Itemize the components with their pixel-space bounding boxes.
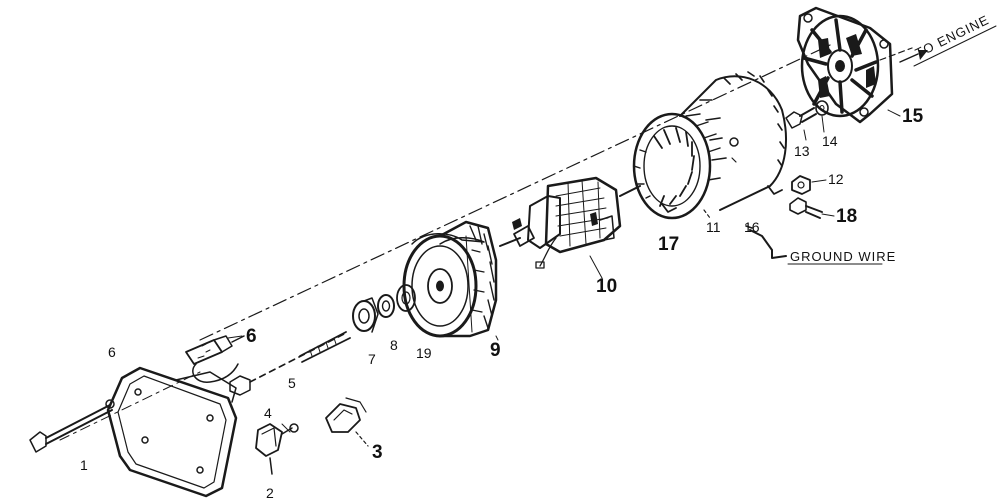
part-11-housing [679, 71, 787, 219]
part-10-rotor [499, 176, 641, 269]
part-8-washer [377, 294, 395, 318]
part-4-screw [281, 423, 299, 435]
part-14-lock-washer [815, 100, 829, 116]
label-part-19: 19 [416, 345, 432, 361]
to-engine-arrow [899, 50, 928, 63]
part-2-bracket [255, 423, 283, 475]
assembly-axis [59, 44, 831, 441]
part-13-screw [785, 107, 817, 129]
label-part-17: 17 [658, 234, 679, 255]
label-part-16: 16 [744, 219, 760, 235]
to-engine-note: TO ENGINE [913, 12, 992, 61]
part-12-nut [791, 175, 811, 195]
label-part-8: 8 [390, 337, 398, 353]
label-part-6: 6 [246, 326, 257, 347]
label-part-1: 1 [80, 457, 88, 473]
part-18-ground-screw [789, 197, 823, 219]
label-part-2: 2 [266, 485, 274, 501]
to-engine-underline [913, 25, 997, 67]
label-part-15: 15 [902, 106, 924, 127]
label-part-13: 13 [794, 143, 810, 159]
label-part-3: 3 [372, 442, 383, 463]
leader-lines [227, 109, 901, 433]
label-part-11: 11 [706, 219, 721, 235]
label-part-12: 12 [828, 171, 844, 187]
part-7-bearing [352, 297, 379, 333]
ground-wire-note: GROUND WIRE [790, 249, 896, 264]
label-part-14: 14 [822, 133, 838, 149]
label-part-10: 10 [596, 276, 617, 297]
part-3-brush-clip [325, 397, 369, 447]
end-cover-plate [106, 366, 238, 498]
label-part-7: 7 [368, 351, 376, 367]
label-part-6-cover: 6 [108, 344, 116, 360]
part-5-through-bolt [229, 331, 351, 396]
label-part-18: 18 [836, 206, 857, 227]
part-17-stator [632, 112, 721, 220]
callout-labels: 1 2 3 4 5 6 6 7 8 19 9 10 11 12 13 14 15… [80, 106, 924, 501]
label-part-4: 4 [264, 405, 272, 421]
part-9-cooling-fan [402, 220, 498, 338]
ground-wire-lead [745, 225, 787, 259]
part-1-long-bolt [29, 399, 115, 453]
part-15-adaptor-flange [796, 6, 913, 124]
label-part-5: 5 [288, 375, 296, 391]
label-part-9: 9 [490, 340, 501, 361]
part-6-brush-holder [185, 335, 245, 383]
